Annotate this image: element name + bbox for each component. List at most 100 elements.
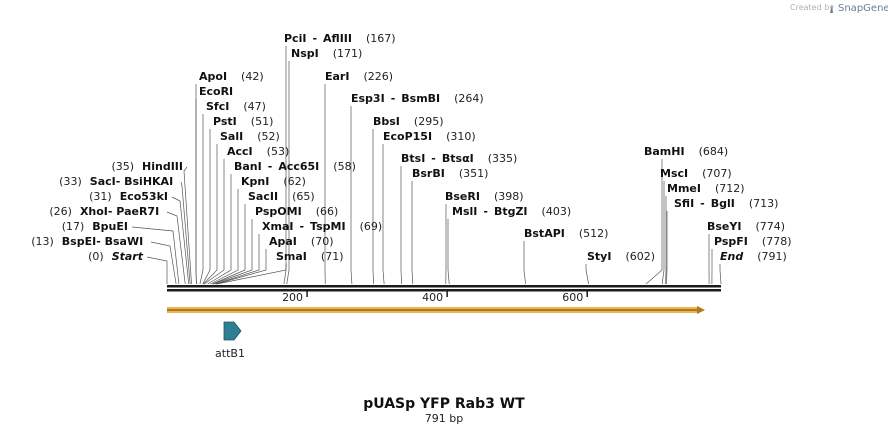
site-end[interactable]: End (791): [720, 250, 787, 263]
site-smai[interactable]: SmaI (71): [276, 250, 344, 263]
site-position: (53): [267, 145, 290, 158]
site-name: BtsI: [401, 152, 425, 165]
site-mmei[interactable]: MmeI(712): [667, 182, 745, 195]
site-bani[interactable]: BanI-Acc65I(58): [234, 160, 356, 173]
site-pspomi[interactable]: PspOMI(66): [255, 205, 338, 218]
site-name: BseYI: [707, 220, 741, 233]
site-name: End: [720, 250, 743, 263]
site-hindiii[interactable]: HindIII(35): [111, 160, 183, 173]
site-connector: [131, 226, 180, 285]
site-name: SmaI: [276, 250, 307, 263]
site-connector: [283, 46, 287, 285]
site-kpni[interactable]: KpnI(62): [241, 175, 306, 188]
site-ecop15i[interactable]: EcoP15I(310): [383, 130, 476, 143]
site-position: (47): [243, 100, 266, 113]
site-pspfi[interactable]: PspFI(778): [714, 235, 792, 248]
watermark: Created by SnapGene: [790, 3, 888, 14]
site-position: (398): [494, 190, 524, 203]
site-apai[interactable]: ApaI(70): [269, 235, 334, 248]
site-name: SacI: [90, 175, 116, 188]
site-eco53ki[interactable]: Eco53kI(31): [89, 190, 168, 203]
site-name: ApaI: [269, 235, 297, 248]
site-msli[interactable]: MslI-BtgZI(403): [452, 205, 571, 218]
site-psti[interactable]: PstI(51): [213, 115, 273, 128]
site-connector: [400, 166, 402, 285]
site-position: (791): [757, 250, 787, 263]
site-name: NspI: [291, 47, 319, 60]
site-position: (17): [62, 220, 85, 233]
ruler-tick-label: 200: [282, 291, 303, 304]
site-bbsi[interactable]: BbsI(295): [373, 115, 444, 128]
site-sfii[interactable]: SfiI-BglI(713): [674, 197, 778, 210]
site-connector: [382, 144, 385, 285]
site-position: (65): [292, 190, 315, 203]
site-btsi[interactable]: BtsI-BtsαI(335): [401, 152, 517, 165]
site-pcii[interactable]: PciI-AflIII(167): [284, 32, 396, 45]
site-bamhi[interactable]: BamHI(684): [644, 145, 728, 158]
site-sali[interactable]: SalI(52): [220, 130, 280, 143]
site-connector: [645, 159, 663, 285]
site-position: (13): [31, 235, 54, 248]
site-connector: [166, 211, 186, 285]
site-bseri[interactable]: BseRI(398): [445, 190, 524, 203]
site-connector: [661, 181, 665, 285]
site-connector: [215, 234, 260, 285]
site-ecori[interactable]: EcoRI: [199, 85, 233, 98]
site-name-alt: BglI: [711, 197, 735, 210]
site-position: (335): [488, 152, 518, 165]
orf-arrow[interactable]: [167, 306, 705, 314]
snapgene-logo-icon: [830, 4, 833, 13]
site-connector: [199, 114, 204, 285]
site-name: SfiI: [674, 197, 694, 210]
site-sacii[interactable]: SacII (65): [248, 190, 315, 203]
site-connector: [150, 241, 177, 285]
feature-attb1[interactable]: attB1: [215, 321, 245, 360]
site-name: EcoRI: [199, 85, 233, 98]
site-bstapi[interactable]: BstAPI(512): [524, 227, 608, 240]
site-name: XmaI: [262, 220, 293, 233]
site-name: SacII: [248, 190, 278, 203]
site-msci[interactable]: MscI(707): [660, 167, 732, 180]
site-saci[interactable]: SacI-BsiHKAI(33): [59, 175, 173, 188]
site-bsrbi[interactable]: BsrBI(351): [412, 167, 488, 180]
site-position: (26): [49, 205, 72, 218]
site-connector: [146, 256, 168, 284]
site-name-separator: -: [108, 205, 113, 218]
site-name: SalI: [220, 130, 243, 143]
site-name: PciI: [284, 32, 306, 45]
site-bseyi[interactable]: BseYI(774): [707, 220, 785, 233]
site-esp3i[interactable]: Esp3I-BsmBI(264): [351, 92, 484, 105]
site-connector: [210, 189, 239, 285]
watermark-brand: SnapGene: [838, 3, 888, 14]
attb1-arrow[interactable]: [223, 321, 242, 341]
site-connector: [212, 204, 246, 285]
site-name-alt: Acc65I: [278, 160, 319, 173]
site-position: (71): [321, 250, 344, 263]
site-start[interactable]: Start(0): [88, 250, 144, 263]
site-position: (226): [363, 70, 393, 83]
site-apoi[interactable]: ApoI(42): [199, 70, 264, 83]
site-nspi[interactable]: NspI(171): [291, 47, 362, 60]
site-styi[interactable]: StyI(602): [587, 250, 655, 263]
site-bspei[interactable]: BspEI-BsaWI(13): [31, 235, 143, 248]
site-name: BamHI: [644, 145, 685, 158]
site-name: PstI: [213, 115, 237, 128]
site-connector: [350, 106, 353, 285]
site-acci[interactable]: AccI(53): [227, 145, 289, 158]
site-xmai[interactable]: XmaI-TspMI(69): [262, 220, 382, 233]
site-name: MscI: [660, 167, 688, 180]
site-xhoi[interactable]: XhoI-PaeR7I(26): [49, 205, 159, 218]
site-connector: [372, 129, 374, 285]
site-sfci[interactable]: SfcI(47): [206, 100, 266, 113]
site-eari[interactable]: EarI(226): [325, 70, 393, 83]
site-connector: [286, 61, 290, 285]
site-position: (66): [316, 205, 339, 218]
site-position: (403): [542, 205, 572, 218]
site-name-alt: BsmBI: [401, 92, 440, 105]
site-bpuei[interactable]: BpuEI(17): [62, 220, 128, 233]
site-connector: [585, 264, 589, 285]
site-name-separator: -: [483, 205, 488, 218]
sequence-backbone: [167, 285, 721, 292]
